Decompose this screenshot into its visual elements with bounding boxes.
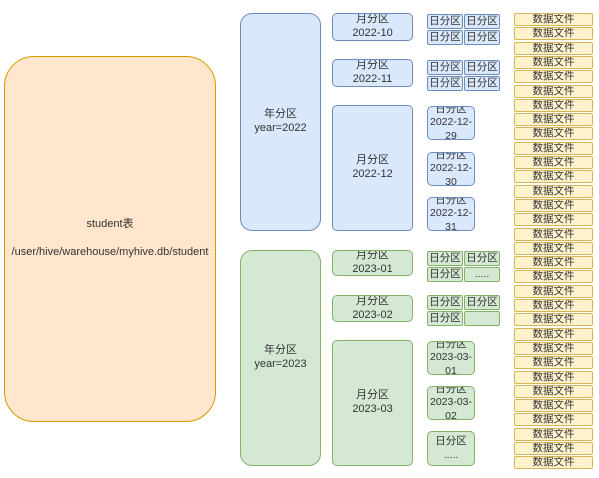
table-name: student表	[86, 218, 134, 231]
year-partition-2: 年分区 year=2023	[240, 250, 321, 466]
data-file-28: 数据文件	[514, 399, 593, 412]
data-file-30: 数据文件	[514, 428, 593, 441]
data-file-1: 数据文件	[514, 13, 593, 26]
month-partition-6: 月分区 2023-03	[332, 340, 413, 466]
month-partition-4: 月分区 2023-01	[332, 250, 413, 276]
data-file-27: 数据文件	[514, 385, 593, 398]
data-file-22: 数据文件	[514, 313, 593, 326]
data-file-23: 数据文件	[514, 328, 593, 341]
data-file-10: 数据文件	[514, 142, 593, 155]
day-partition-small-1: 日分区	[427, 14, 463, 29]
data-file-15: 数据文件	[514, 213, 593, 226]
data-file-19: 数据文件	[514, 270, 593, 283]
data-file-5: 数据文件	[514, 70, 593, 83]
data-file-11: 数据文件	[514, 156, 593, 169]
day-partition-small-10: 日分区	[464, 251, 500, 266]
day-partition-2: 日分区 2022-12-30	[427, 152, 475, 186]
data-file-6: 数据文件	[514, 85, 593, 98]
data-file-7: 数据文件	[514, 99, 593, 112]
data-file-31: 数据文件	[514, 442, 593, 455]
data-file-20: 数据文件	[514, 285, 593, 298]
data-file-24: 数据文件	[514, 342, 593, 355]
day-partition-small-4: 日分区	[464, 30, 500, 45]
day-partition-3: 日分区 2022-12-31	[427, 197, 475, 231]
data-file-26: 数据文件	[514, 371, 593, 384]
data-file-3: 数据文件	[514, 42, 593, 55]
month-partition-1: 月分区 2022-10	[332, 13, 413, 41]
data-file-18: 数据文件	[514, 256, 593, 269]
data-file-4: 数据文件	[514, 56, 593, 69]
year-partition-1: 年分区 year=2022	[240, 13, 321, 231]
day-partition-6: 日分区 .....	[427, 431, 475, 466]
data-file-8: 数据文件	[514, 113, 593, 126]
day-partition-small-5: 日分区	[427, 60, 463, 75]
data-file-21: 数据文件	[514, 299, 593, 312]
day-partition-small-11: 日分区	[427, 267, 463, 282]
day-partition-small-14: 日分区	[464, 295, 500, 310]
day-partition-5: 日分区 2023-03-02	[427, 386, 475, 420]
student-table-node: student表 /user/hive/warehouse/myhive.db/…	[4, 56, 216, 422]
day-partition-small-2: 日分区	[464, 14, 500, 29]
day-partition-small-7: 日分区	[427, 76, 463, 91]
day-partition-1: 日分区 2022-12-29	[427, 106, 475, 140]
data-file-16: 数据文件	[514, 228, 593, 241]
day-partition-4: 日分区 2023-03-01	[427, 341, 475, 375]
day-partition-small-12: .....	[464, 267, 500, 282]
day-partition-small-16	[464, 311, 500, 326]
data-file-14: 数据文件	[514, 199, 593, 212]
day-partition-small-6: 日分区	[464, 60, 500, 75]
data-file-12: 数据文件	[514, 170, 593, 183]
day-partition-small-8: 日分区	[464, 76, 500, 91]
data-file-13: 数据文件	[514, 185, 593, 198]
day-partition-small-3: 日分区	[427, 30, 463, 45]
day-partition-small-15: 日分区	[427, 311, 463, 326]
data-file-32: 数据文件	[514, 456, 593, 469]
table-path: /user/hive/warehouse/myhive.db/student	[11, 245, 209, 258]
data-file-2: 数据文件	[514, 27, 593, 40]
month-partition-2: 月分区 2022-11	[332, 59, 413, 87]
month-partition-3: 月分区 2022-12	[332, 105, 413, 231]
day-partition-small-9: 日分区	[427, 251, 463, 266]
data-file-29: 数据文件	[514, 413, 593, 426]
month-partition-5: 月分区 2023-02	[332, 295, 413, 322]
data-file-9: 数据文件	[514, 127, 593, 140]
data-file-17: 数据文件	[514, 242, 593, 255]
data-file-25: 数据文件	[514, 356, 593, 369]
day-partition-small-13: 日分区	[427, 295, 463, 310]
